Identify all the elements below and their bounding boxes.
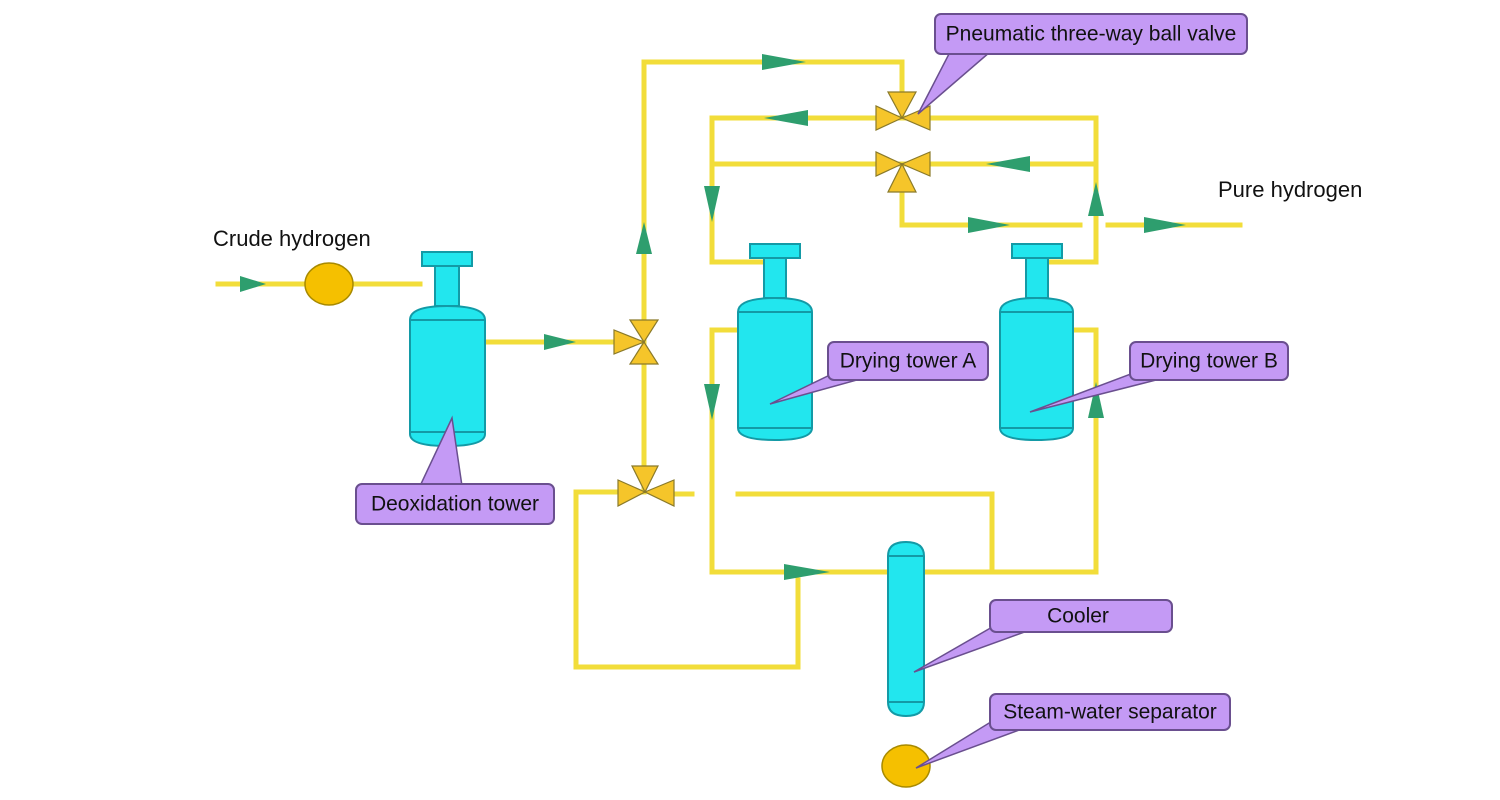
arrow-top-line [762, 54, 806, 70]
valve-lower-left [617, 479, 647, 507]
callout-tower-a-box [827, 341, 989, 381]
callout-valve-box [934, 13, 1248, 55]
inlet-pump [304, 262, 354, 306]
pure-hydrogen-label: Pure hydrogen [1218, 177, 1362, 202]
arrow-bottom-line [784, 564, 830, 580]
callout-deox-box [355, 483, 555, 525]
arrow-second-line-left [986, 156, 1030, 172]
callout-tower-b-box [1129, 341, 1289, 381]
valve-pneu-lower-bottom [887, 162, 917, 193]
deox-body [409, 304, 486, 448]
callout-separator-box [989, 693, 1231, 731]
callout-deox-text: Deoxidation tower [371, 493, 539, 516]
arrow-tower-b-up [1088, 382, 1104, 418]
callout-tower-a-text: Drying tower A [840, 350, 977, 373]
callout-cooler-box [989, 599, 1173, 633]
three-way-valve-pneumatic-upper [875, 91, 931, 131]
arrow-right-up [1088, 182, 1104, 216]
valve-pneu-upper-top [886, 91, 918, 120]
flow-arrows [240, 54, 1186, 580]
callout-deoxidation-tower: Deoxidation tower [355, 415, 555, 525]
pipe-top-line [641, 59, 905, 105]
tower-b-top-cap [1011, 243, 1063, 259]
deoxidation-tower [409, 251, 486, 448]
tower-a-neck [763, 257, 787, 299]
callout-valve-text: Pneumatic three-way ball valve [946, 23, 1237, 46]
arrow-left-down [704, 186, 720, 222]
valve-lower-top [631, 465, 659, 494]
arrow-pure-out [1144, 217, 1186, 233]
callout-drying-tower-a: Drying tower A [769, 341, 989, 405]
three-way-valve-main [613, 319, 660, 365]
valve-main-bottom [628, 340, 660, 365]
tower-b-neck [1025, 257, 1049, 299]
arrow-upper-loop-left [764, 110, 808, 126]
three-way-valve-pneumatic-lower [875, 151, 931, 193]
crude-hydrogen-label: Crude hydrogen [213, 226, 371, 251]
arrow-deox-out [544, 334, 576, 350]
callout-separator-text: Steam-water separator [1003, 701, 1217, 724]
steam-water-separator [881, 744, 931, 788]
valve-pneu-lower-left [875, 151, 904, 177]
valve-pneu-lower-right [900, 151, 931, 177]
pipes [215, 59, 1243, 670]
callout-cooler: Cooler [913, 599, 1173, 673]
arrow-to-pure [968, 217, 1010, 233]
pipe-to-pure [899, 187, 1083, 228]
valve-pneu-upper-right [900, 105, 931, 131]
callout-tower-b-text: Drying tower B [1140, 350, 1278, 373]
pipe-cooler-feed [735, 491, 995, 575]
callout-pneumatic-valve: Pneumatic three-way ball valve [917, 13, 1248, 115]
arrow-tower-a-down [704, 384, 720, 420]
tower-a-top-cap [749, 243, 801, 259]
valve-main-top [628, 319, 660, 344]
cooler-body [887, 540, 925, 718]
callout-valve-tail [917, 51, 993, 115]
drying-tower-a [737, 243, 813, 442]
callout-cooler-text: Cooler [1047, 605, 1109, 628]
deox-neck [434, 265, 460, 307]
three-way-valve-lower [617, 465, 675, 507]
arrow-riser-up [636, 222, 652, 254]
pipe-lower-loop [573, 489, 801, 670]
tower-b-body [999, 296, 1074, 442]
tower-a-body [737, 296, 813, 442]
cooler [887, 540, 925, 718]
callout-separator: Steam-water separator [915, 693, 1231, 769]
valve-main-left [613, 329, 646, 355]
valve-pneu-upper-left [875, 105, 904, 131]
callout-drying-tower-b: Drying tower B [1029, 341, 1289, 413]
deox-top-cap [421, 251, 473, 267]
arrow-crude-in [240, 276, 266, 292]
valve-lower-right [643, 479, 675, 507]
